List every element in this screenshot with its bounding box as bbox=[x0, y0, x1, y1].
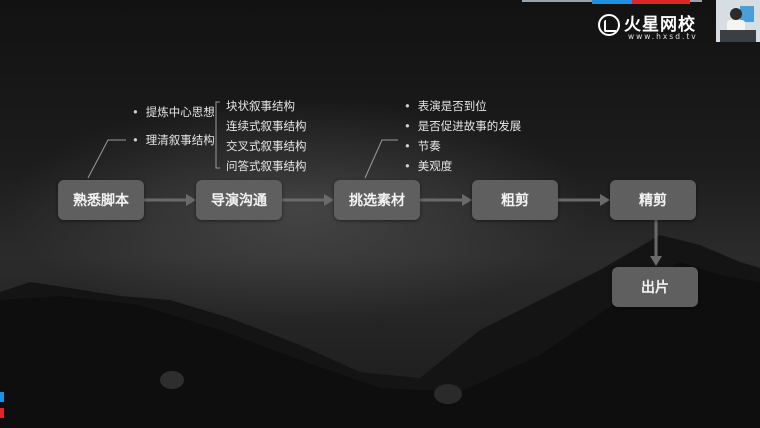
structure-item: 交叉式叙事结构 bbox=[226, 139, 307, 153]
callout-line-selection bbox=[364, 139, 398, 179]
brand-logo: 火星网校 www.hxsd.tv bbox=[596, 8, 714, 46]
arrowhead-3 bbox=[462, 194, 472, 206]
arrowhead-5 bbox=[650, 256, 662, 266]
arrowhead-1 bbox=[186, 194, 196, 206]
top-red-bar bbox=[632, 0, 690, 4]
structure-item: 块状叙事结构 bbox=[226, 99, 295, 113]
webcam-thumbnail bbox=[716, 0, 760, 42]
selection-point: 是否促进故事的发展 bbox=[404, 119, 522, 133]
top-blue-bar bbox=[592, 0, 632, 4]
arrowhead-2 bbox=[324, 194, 334, 206]
selection-point: 节奏 bbox=[404, 139, 441, 153]
step-box-1: 熟悉脚本 bbox=[58, 180, 144, 220]
selection-point: 美观度 bbox=[404, 159, 453, 173]
final-step-box: 出片 bbox=[612, 267, 698, 307]
step-box-3: 挑选素材 bbox=[334, 180, 420, 220]
step-box-2: 导演沟通 bbox=[196, 180, 282, 220]
step-box-4: 粗剪 bbox=[472, 180, 558, 220]
rock bbox=[434, 384, 462, 404]
presenter-icon bbox=[716, 0, 760, 42]
structure-item: 连续式叙事结构 bbox=[226, 119, 307, 133]
edge-blue-mark bbox=[0, 392, 4, 402]
script-point: 理清叙事结构 bbox=[132, 133, 215, 147]
structure-item: 问答式叙事结构 bbox=[226, 159, 307, 173]
logo-name: 火星网校 bbox=[624, 15, 696, 35]
logo-icon bbox=[598, 14, 620, 36]
edge-red-mark bbox=[0, 408, 4, 418]
bracket-structures bbox=[215, 101, 220, 169]
step-box-5: 精剪 bbox=[610, 180, 696, 220]
logo-url: www.hxsd.tv bbox=[628, 32, 698, 41]
callout-line-script bbox=[87, 139, 126, 179]
rock bbox=[160, 371, 184, 389]
arrowhead-4 bbox=[600, 194, 610, 206]
script-point: 提炼中心思想 bbox=[132, 105, 215, 119]
selection-point: 表演是否到位 bbox=[404, 99, 487, 113]
mountain-near bbox=[0, 262, 760, 428]
